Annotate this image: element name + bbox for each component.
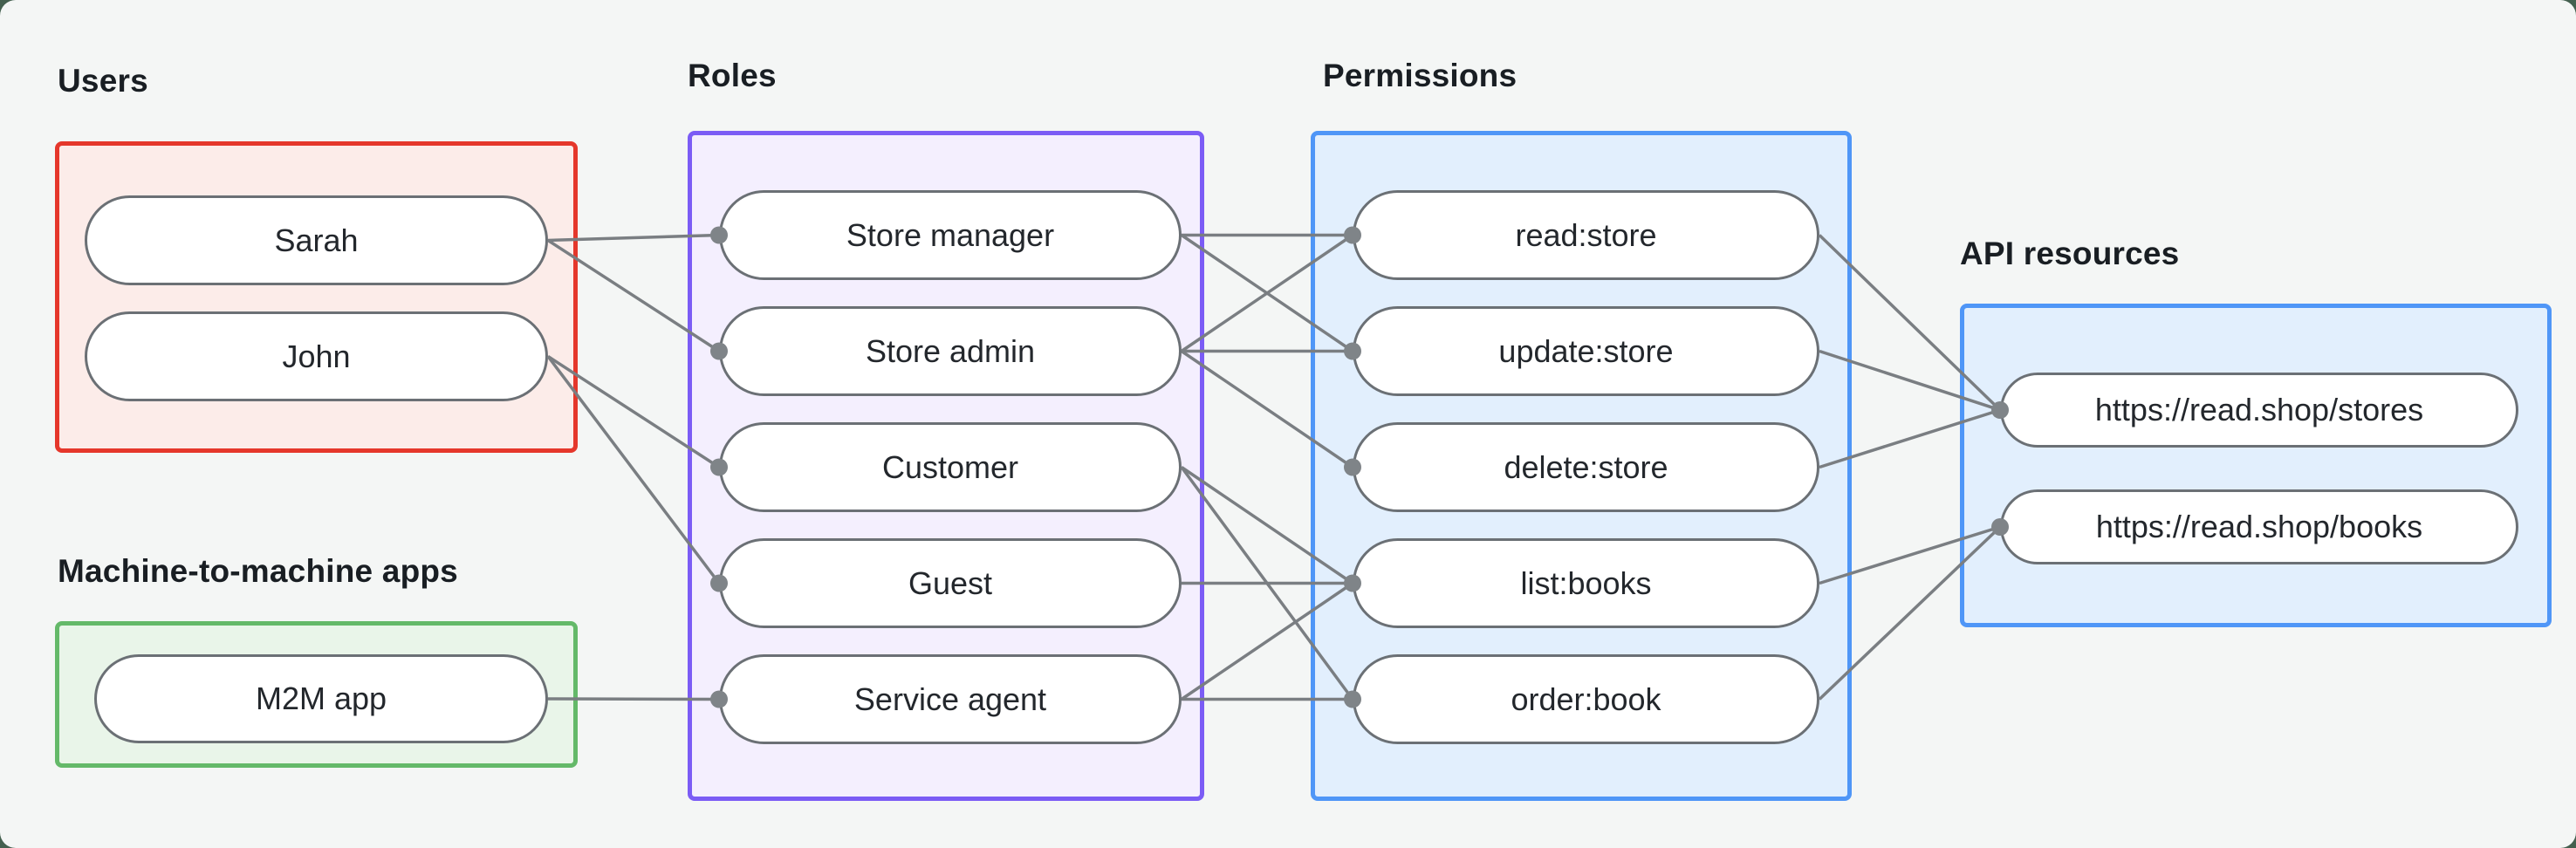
node-guest: Guest [719, 538, 1182, 628]
group-box-api [1960, 304, 2552, 627]
node-service-agent: Service agent [719, 654, 1182, 744]
group-label-m2m: Machine-to-machine apps [58, 553, 458, 589]
node-store-manager: Store manager [719, 190, 1182, 280]
node-read-store: read:store [1353, 190, 1819, 280]
node-books-api: https://read.shop/books [2000, 489, 2518, 564]
node-order-book: order:book [1353, 654, 1819, 744]
node-delete-store: delete:store [1353, 422, 1819, 512]
node-m2m-app: M2M app [94, 654, 548, 743]
node-store-admin: Store admin [719, 306, 1182, 396]
node-sarah: Sarah [85, 195, 548, 285]
group-label-permissions: Permissions [1323, 58, 1518, 93]
node-list-books: list:books [1353, 538, 1819, 628]
node-john: John [85, 311, 548, 401]
node-customer: Customer [719, 422, 1182, 512]
group-box-users [55, 141, 578, 453]
group-label-roles: Roles [688, 58, 777, 93]
group-label-users: Users [58, 63, 148, 99]
node-update-store: update:store [1353, 306, 1819, 396]
group-label-api: API resources [1960, 236, 2180, 271]
node-stores-api: https://read.shop/stores [2000, 373, 2518, 448]
